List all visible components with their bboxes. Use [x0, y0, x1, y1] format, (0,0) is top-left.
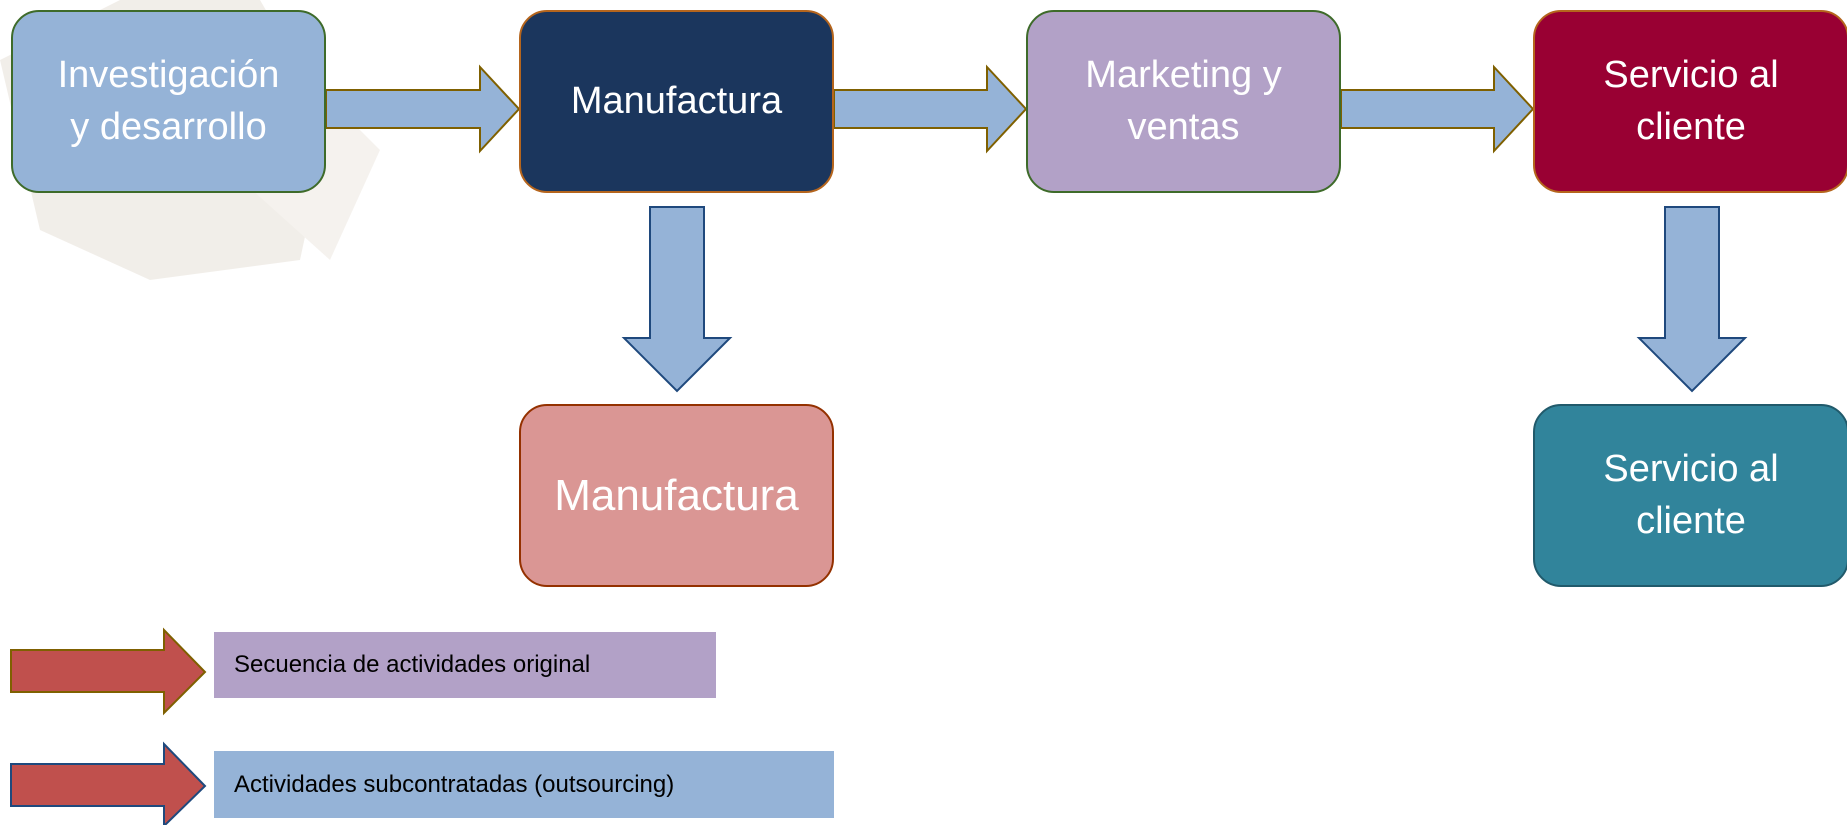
node-customer-service-outsourced: Servicio al cliente	[1533, 404, 1847, 587]
arrow-manufacturing-down	[621, 206, 733, 393]
node-manufacturing: Manufactura	[519, 10, 834, 193]
arrow-service-down	[1636, 206, 1748, 393]
legend-arrow-outsourcing	[10, 741, 207, 825]
node-research-development: Investigación y desarrollo	[11, 10, 326, 193]
legend-original-sequence: Secuencia de actividades original	[214, 632, 716, 698]
legend-original-label: Secuencia de actividades original	[234, 651, 591, 678]
legend-outsourcing-label: Actividades subcontratadas (outsourcing)	[234, 770, 675, 798]
legend-arrow-original	[10, 627, 207, 716]
node-manufacturing-outsourced: Manufactura	[519, 404, 834, 587]
arrow-manufacturing-to-marketing	[833, 64, 1028, 154]
arrow-marketing-to-service	[1340, 64, 1535, 154]
legend-outsourced-activities: Actividades subcontratadas (outsourcing)	[214, 751, 834, 818]
node-customer-service: Servicio al cliente	[1533, 10, 1847, 193]
node-marketing-sales: Marketing y ventas	[1026, 10, 1341, 193]
